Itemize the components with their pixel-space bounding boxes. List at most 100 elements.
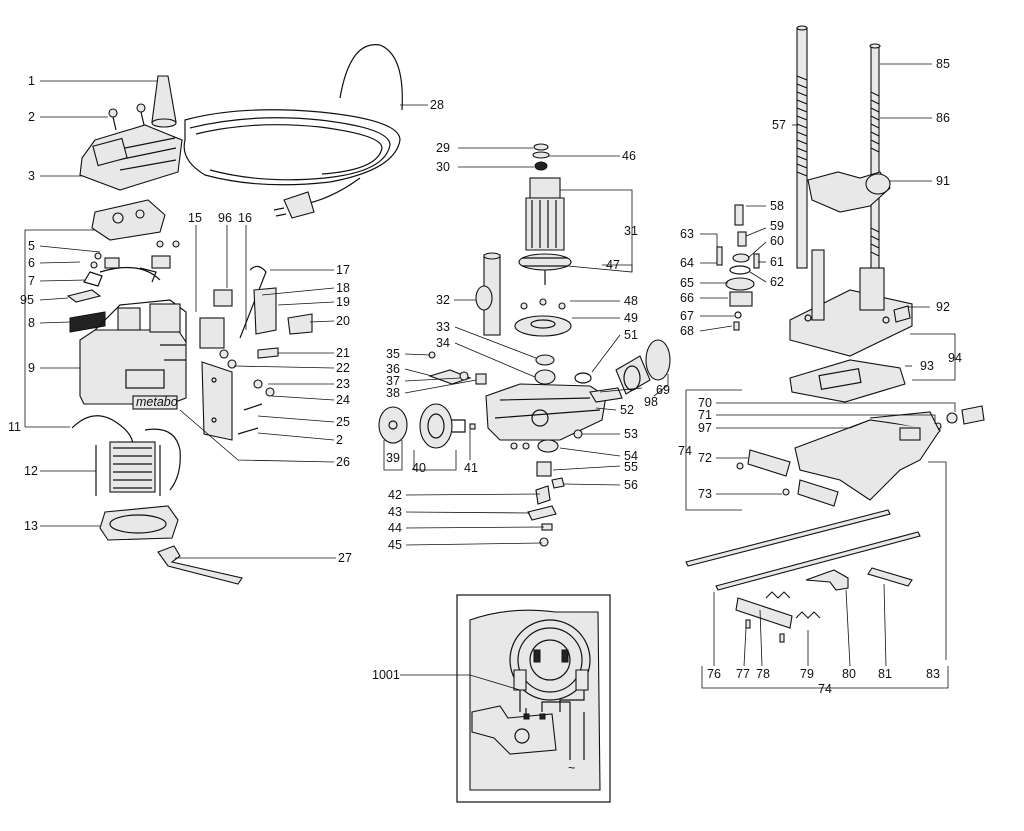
callout-15: 15	[188, 211, 202, 225]
callout-56: 56	[624, 478, 638, 492]
callout-46: 46	[622, 149, 636, 163]
callout-38: 38	[386, 386, 400, 400]
callout-35: 35	[386, 347, 400, 361]
callout-37: 37	[386, 374, 400, 388]
part-label-plate-8	[69, 311, 106, 333]
callout-29: 29	[436, 141, 450, 155]
part-switch-assembly	[199, 265, 313, 369]
part-clip-95	[66, 266, 161, 303]
part-logo-plate: metabo	[132, 395, 178, 410]
part-ring-51	[574, 372, 592, 384]
svg-text:~: ~	[568, 761, 575, 775]
callout-64: 64	[680, 256, 694, 270]
callout-33: 33	[436, 320, 450, 334]
callout-57: 57	[772, 118, 786, 132]
callout-66: 66	[680, 291, 694, 305]
part-handle-knob	[151, 75, 177, 128]
leader-lines	[24, 63, 956, 691]
callout-78: 78	[756, 667, 770, 681]
part-screw-2a	[108, 103, 146, 131]
callout-1001: 1001	[372, 668, 400, 682]
part-armature	[518, 177, 572, 285]
callout-60: 60	[770, 234, 784, 248]
callout-85: 85	[936, 57, 950, 71]
callout-74a: 74	[678, 444, 692, 458]
part-knob-39	[378, 406, 408, 444]
part-side-plate-26	[201, 361, 233, 441]
callout-36: 36	[386, 362, 400, 376]
part-depth-ring-40	[419, 403, 466, 449]
part-top-cover	[79, 124, 183, 191]
callout-91: 91	[936, 174, 950, 188]
callout-41: 41	[464, 461, 478, 475]
part-fan-baffle	[99, 505, 179, 541]
part-screws-23-25	[237, 379, 275, 435]
part-power-cable	[183, 44, 403, 219]
callout-76: 76	[707, 667, 721, 681]
part-cap-69-98	[615, 339, 671, 395]
wiring-diagram-inset: ~	[456, 594, 611, 803]
callout-labels: 1 2 3 5 6 7 95 8 9 11 12 13 15 96 16 17 …	[8, 57, 962, 696]
callout-2b: 2	[336, 433, 343, 447]
callout-55: 55	[624, 460, 638, 474]
part-clamp-42-45	[527, 485, 557, 547]
part-pin-41	[469, 423, 476, 430]
logo-text: metabo	[136, 395, 178, 409]
part-guide-rods-76	[685, 509, 921, 591]
callout-13: 13	[24, 519, 38, 533]
callout-3: 3	[28, 169, 35, 183]
callout-17: 17	[336, 263, 350, 277]
callout-77: 77	[736, 667, 750, 681]
callout-43: 43	[388, 505, 402, 519]
part-parallel-guide-bracket	[736, 411, 941, 507]
callout-49: 49	[624, 311, 638, 325]
part-base-plate-94	[789, 249, 913, 357]
part-scale-81	[867, 567, 913, 587]
callout-53: 53	[624, 427, 638, 441]
callout-21: 21	[336, 346, 350, 360]
callout-83: 83	[926, 667, 940, 681]
callout-79: 79	[800, 667, 814, 681]
callout-22: 22	[336, 361, 350, 375]
callout-47: 47	[606, 258, 620, 272]
callout-16: 16	[238, 211, 252, 225]
callout-40: 40	[412, 461, 426, 475]
part-wrench	[157, 545, 243, 585]
callout-42: 42	[388, 488, 402, 502]
callout-11: 11	[8, 420, 21, 434]
callout-34: 34	[436, 336, 450, 350]
callout-61: 61	[770, 255, 784, 269]
part-sole-93	[789, 359, 906, 403]
callout-6: 6	[28, 256, 35, 270]
part-stator-field	[95, 441, 161, 496]
callout-54: 54	[624, 449, 638, 463]
callout-67: 67	[680, 309, 694, 323]
part-guide-column-85	[869, 43, 881, 277]
part-lever-35-38	[428, 351, 487, 385]
callout-27: 27	[338, 551, 352, 565]
callout-69: 69	[656, 383, 670, 397]
callout-20: 20	[336, 314, 350, 328]
callout-18: 18	[336, 281, 350, 295]
callout-8: 8	[28, 316, 35, 330]
callout-7: 7	[28, 274, 35, 288]
callout-59: 59	[770, 219, 784, 233]
callout-92: 92	[936, 300, 950, 314]
callout-51: 51	[624, 328, 638, 342]
part-knob-70	[934, 405, 985, 430]
callout-58: 58	[770, 199, 784, 213]
callout-19: 19	[336, 295, 350, 309]
callout-32: 32	[436, 293, 450, 307]
part-spindle-32	[475, 252, 501, 336]
part-gear-housing	[485, 383, 623, 441]
callout-45: 45	[388, 538, 402, 552]
callout-80: 80	[842, 667, 856, 681]
part-bearings-33-34	[534, 354, 556, 385]
part-guide-column-57	[796, 25, 808, 269]
part-brush-holders	[83, 240, 180, 287]
callout-68: 68	[680, 324, 694, 338]
callout-24: 24	[336, 393, 350, 407]
part-lock-parts-53-56	[510, 429, 583, 489]
